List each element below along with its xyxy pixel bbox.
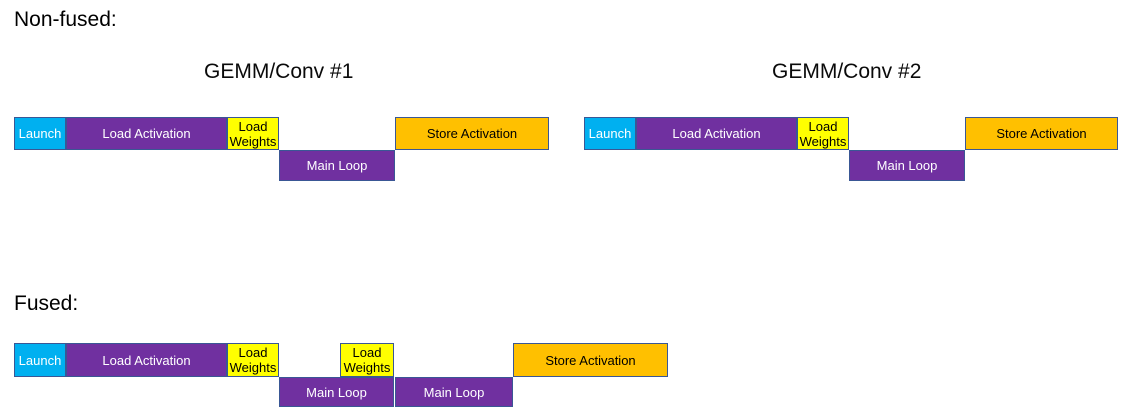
block-load-weights: Load Weights <box>227 117 279 150</box>
gemm-conv-1-title: GEMM/Conv #1 <box>204 60 354 83</box>
block-store-activation: Store Activation <box>965 117 1118 150</box>
block-main-loop: Main Loop <box>849 150 965 181</box>
non-fused-section-label: Non-fused: <box>14 8 117 31</box>
block-launch: Launch <box>14 117 66 150</box>
block-launch: Launch <box>584 117 636 150</box>
block-main-loop: Main Loop <box>395 377 513 407</box>
block-load-weights: Load Weights <box>340 343 394 377</box>
block-main-loop: Main Loop <box>279 377 394 407</box>
block-load-activation: Load Activation <box>66 117 227 150</box>
block-load-activation: Load Activation <box>636 117 797 150</box>
block-launch: Launch <box>14 343 66 377</box>
gemm-conv-2-title: GEMM/Conv #2 <box>772 60 922 83</box>
block-store-activation: Store Activation <box>395 117 549 150</box>
block-store-activation: Store Activation <box>513 343 668 377</box>
block-load-weights: Load Weights <box>797 117 849 150</box>
block-load-weights: Load Weights <box>227 343 279 377</box>
block-load-activation: Load Activation <box>66 343 227 377</box>
block-main-loop: Main Loop <box>279 150 395 181</box>
fused-section-label: Fused: <box>14 292 79 315</box>
